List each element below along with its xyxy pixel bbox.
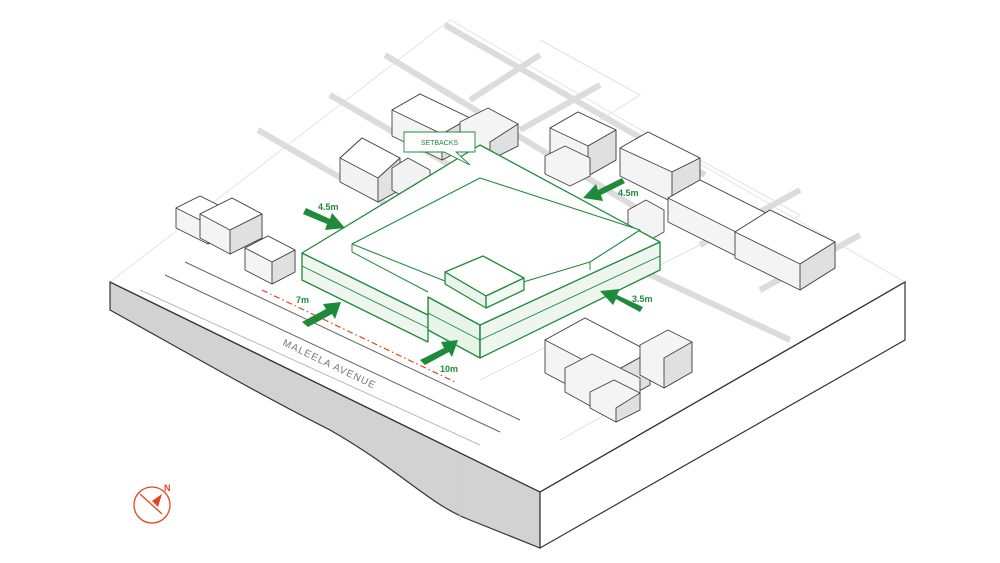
house-east-4 xyxy=(734,209,836,291)
setback-label-south-east: 3.5m xyxy=(632,294,653,304)
house-south xyxy=(544,317,693,423)
setback-arrow-north-west: 4.5m xyxy=(303,202,345,230)
setback-arrow-south-east: 3.5m xyxy=(600,289,653,312)
neighbour-houses xyxy=(175,93,836,423)
setback-label-north-east: 4.5m xyxy=(618,188,639,198)
setback-arrow-front: 10m xyxy=(420,340,458,374)
setback-label-front: 10m xyxy=(440,364,458,374)
house-west xyxy=(175,195,296,285)
rooftop-box xyxy=(444,255,525,309)
setback-arrow-south-west: 7m xyxy=(296,295,341,327)
setback-arrows: 4.5m 4.5m 7m 3.5m 10m xyxy=(296,178,653,374)
front-boundary xyxy=(261,289,456,383)
setback-label-south-west: 7m xyxy=(296,295,309,305)
setback-label-north-west: 4.5m xyxy=(318,202,339,212)
setback-arrow-north-east: 4.5m xyxy=(583,178,639,201)
setbacks-callout: SETBACKS xyxy=(403,131,476,166)
house-north-west xyxy=(339,137,431,203)
house-east-2 xyxy=(619,131,701,203)
north-point: N xyxy=(133,483,171,524)
setbacks-callout-label: SETBACKS xyxy=(421,140,459,147)
north-label: N xyxy=(164,483,171,493)
building-envelope xyxy=(301,144,661,359)
house-east-1 xyxy=(544,111,617,187)
